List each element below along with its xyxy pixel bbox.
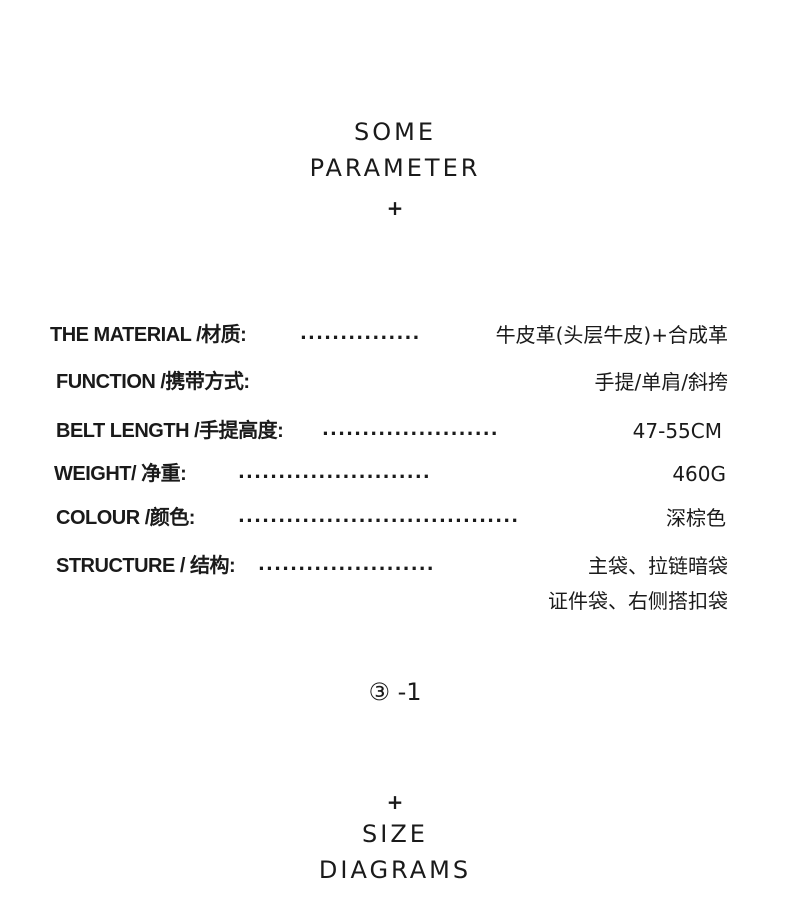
param-label-belt-length: BELT LENGTH /手提高度: — [56, 420, 284, 442]
param-value-belt-length: 47-55CM — [632, 419, 722, 443]
param-row-weight: WEIGHT/ 净重: ........................ 460… — [0, 459, 790, 489]
param-label-colour: COLOUR /颜色: — [56, 507, 195, 529]
param-row-colour: COLOUR /颜色: ............................… — [0, 503, 790, 533]
param-label-function: FUNCTION /携带方式: — [56, 371, 250, 393]
param-value-structure-line2: 证件袋、右侧搭扣袋 — [548, 589, 728, 613]
dotted-leader: ...................... — [322, 419, 499, 440]
param-row-structure: STRUCTURE / 结构: ...................... 主… — [0, 551, 790, 581]
param-label-structure: STRUCTURE / 结构: — [56, 555, 236, 577]
dotted-leader: ........................ — [238, 462, 431, 483]
param-value-function: 手提/单肩/斜挎 — [594, 370, 728, 394]
section-title-line2: DIAGRAMS — [318, 856, 472, 884]
param-value-material: 牛皮革(头层牛皮)+合成革 — [495, 323, 728, 347]
section-title-line2: PARAMETER — [309, 154, 481, 182]
param-value-structure-line1: 主袋、拉链暗袋 — [588, 554, 728, 578]
dotted-leader: ................................... — [238, 506, 520, 527]
param-label-material: THE MATERIAL /材质: — [50, 324, 247, 346]
page-marker: ③ -1 — [368, 678, 422, 706]
param-row-belt-length: BELT LENGTH /手提高度: .....................… — [0, 416, 790, 446]
dotted-leader: ...................... — [258, 554, 435, 575]
param-value-colour: 深棕色 — [666, 506, 726, 530]
plus-icon: + — [386, 790, 404, 814]
plus-icon: + — [386, 196, 404, 220]
section-title-line1: SIZE — [362, 820, 428, 848]
param-row-material: THE MATERIAL /材质: ............... 牛皮革(头层… — [0, 320, 790, 350]
param-row-function: FUNCTION /携带方式: 手提/单肩/斜挎 — [0, 367, 790, 397]
param-label-weight: WEIGHT/ 净重: — [54, 463, 187, 485]
section-title-line1: SOME — [354, 118, 436, 146]
dotted-leader: ............... — [300, 323, 421, 344]
param-value-weight: 460G — [672, 462, 726, 486]
